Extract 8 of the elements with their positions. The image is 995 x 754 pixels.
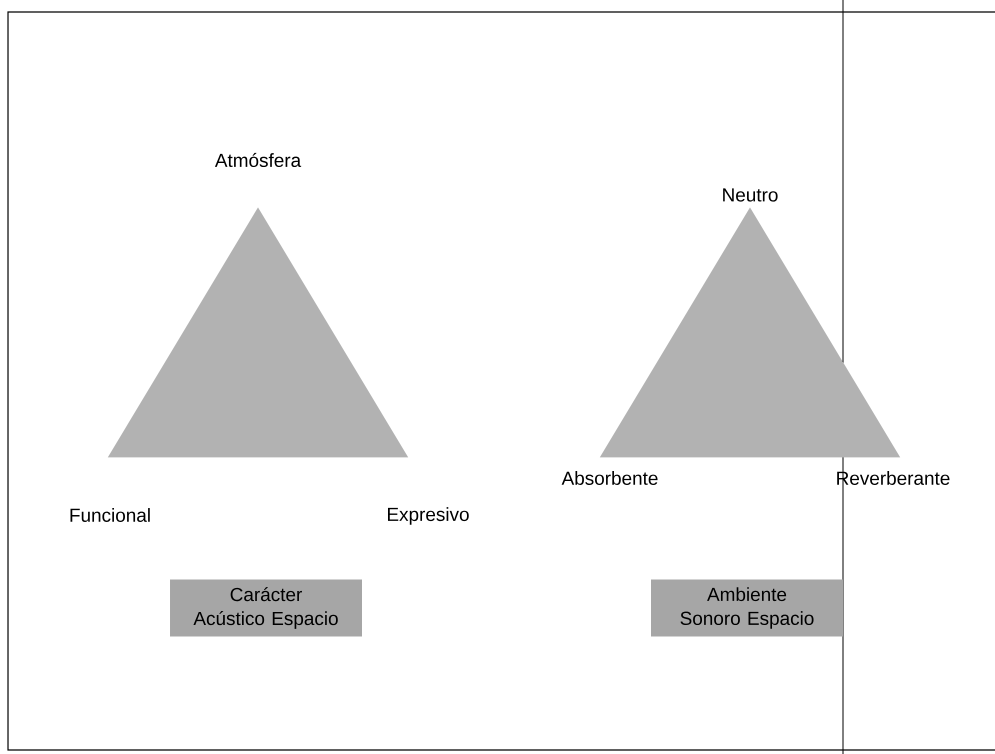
label-box: Carácter Acústico Espacio (170, 580, 362, 636)
vertex-label: Atmósfera (214, 152, 302, 168)
label-box: Ambiente Sonoro Espacio (651, 580, 843, 636)
vertex-label: Funcional (70, 508, 150, 522)
triangle-shape (600, 207, 900, 458)
vertex-label: Absorbente (562, 471, 658, 485)
vertex-label: Expresivo (388, 507, 469, 525)
triangle-shape (108, 207, 408, 458)
